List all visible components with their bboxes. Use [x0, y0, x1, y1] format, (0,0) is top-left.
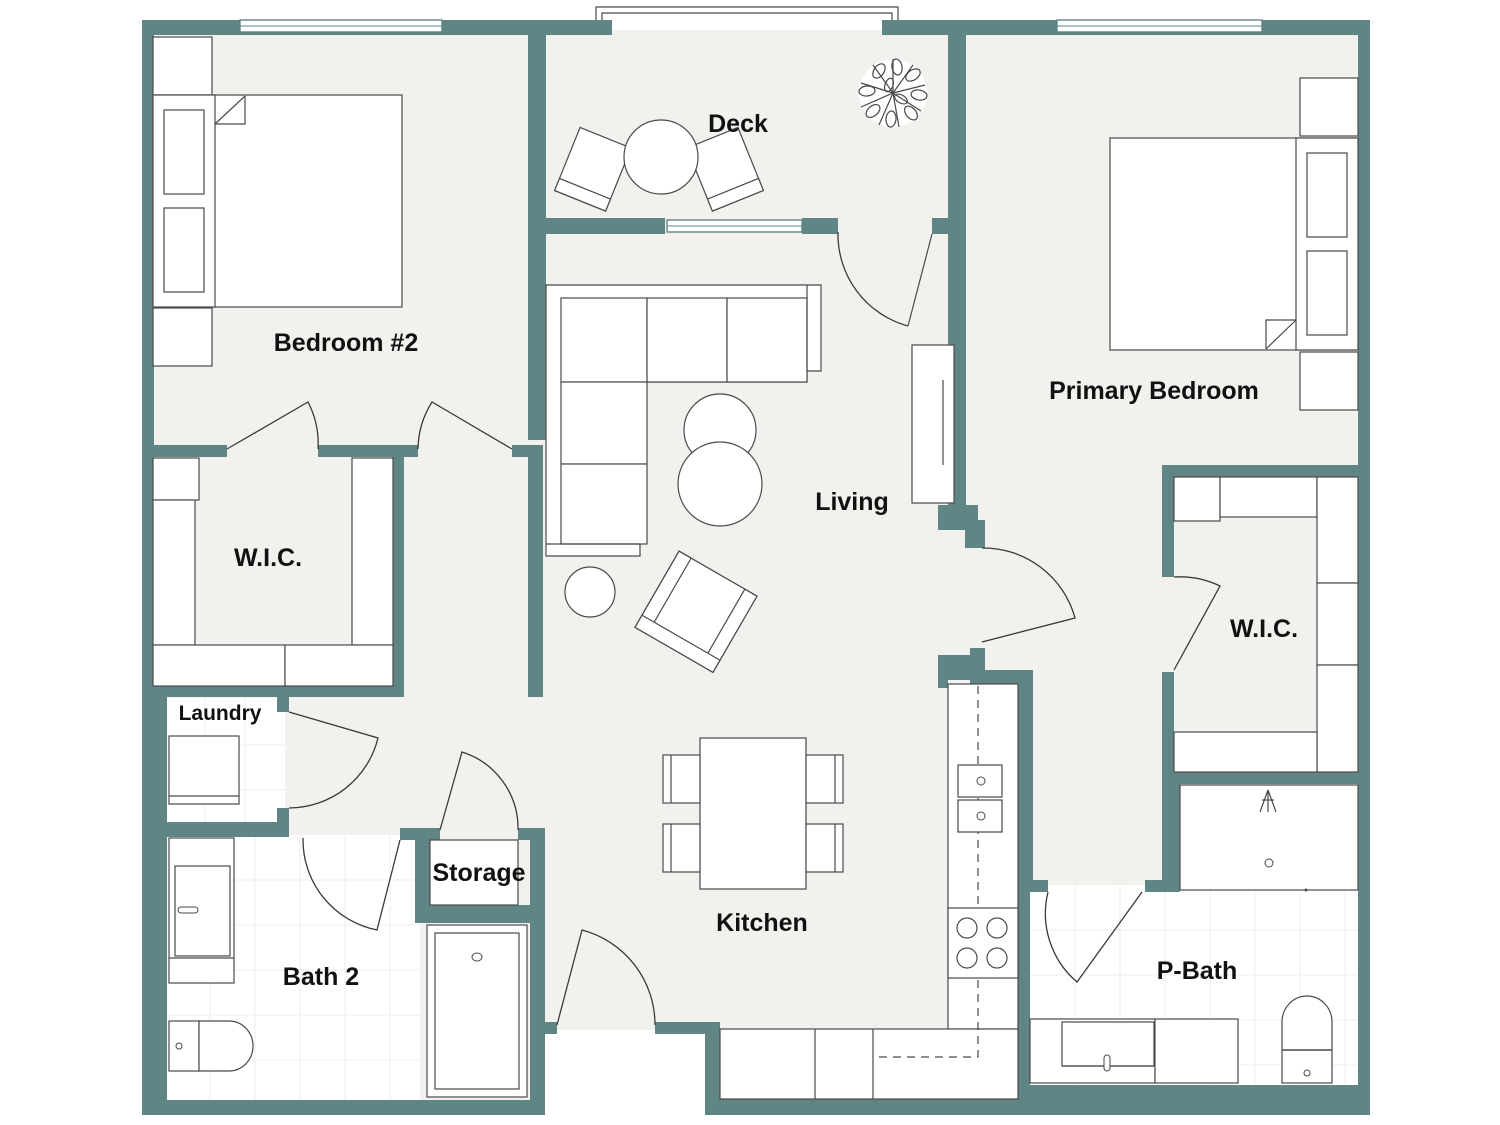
armchair-icon — [634, 550, 758, 674]
dining-table-icon — [699, 737, 807, 890]
bedroom2-furniture — [152, 36, 403, 367]
stove-icon — [947, 907, 1019, 979]
nightstand-icon — [152, 307, 213, 367]
chair-icon — [662, 754, 701, 804]
label-laundry: Laundry — [179, 702, 262, 725]
room-labels: Deck Bedroom #2 Primary Bedroom Living W… — [179, 110, 1298, 991]
label-deck: Deck — [708, 110, 768, 138]
storage-furniture — [429, 839, 519, 906]
doors — [226, 231, 1221, 1026]
windows — [239, 6, 1263, 233]
shelf-icon — [1173, 731, 1318, 773]
label-living: Living — [815, 488, 889, 516]
toilet-icon — [1281, 995, 1333, 1084]
pillow-icon — [163, 109, 205, 195]
label-wic-left: W.I.C. — [234, 544, 302, 572]
walls — [142, 20, 1370, 1115]
living-furniture — [545, 284, 955, 674]
label-wic-right: W.I.C. — [1230, 615, 1298, 643]
laundry-furniture — [168, 735, 240, 805]
pbath-furniture — [1029, 784, 1359, 1084]
nightstand-icon — [1299, 351, 1359, 411]
chair-icon — [662, 823, 701, 873]
door-swing-icon — [226, 401, 319, 450]
label-kitchen: Kitchen — [716, 909, 808, 937]
label-storage: Storage — [432, 859, 525, 887]
sofa-icon — [545, 284, 822, 557]
vanity-icon — [1154, 1018, 1239, 1084]
chair-icon — [805, 754, 844, 804]
plant-icon — [858, 58, 928, 128]
primary-bedroom-furniture — [1109, 77, 1359, 411]
door-swing-icon — [302, 837, 401, 931]
shelf-icon — [1316, 476, 1359, 584]
shelf-icon — [152, 644, 286, 687]
shelf-icon — [152, 499, 196, 646]
pillow-icon — [163, 207, 205, 293]
door-swing-icon — [981, 547, 1076, 643]
door-swing-icon — [417, 401, 513, 450]
kitchen-counters — [719, 683, 1019, 1100]
coffee-table-icon — [677, 441, 763, 527]
door-swing-icon — [1173, 576, 1221, 671]
pillow-icon — [1306, 250, 1348, 336]
pillow-icon — [1306, 152, 1348, 238]
label-pbath: P-Bath — [1157, 957, 1238, 985]
side-table-icon — [564, 566, 616, 618]
dining-furniture — [662, 737, 844, 890]
round-table-icon — [623, 119, 699, 195]
toilet-icon — [168, 1020, 254, 1072]
sink-icon — [1029, 1018, 1156, 1084]
door-swing-icon — [1044, 891, 1143, 983]
bathtub-icon — [426, 924, 528, 1098]
shower-icon — [1179, 784, 1359, 892]
door-swing-icon — [288, 711, 379, 809]
label-bedroom2: Bedroom #2 — [274, 329, 418, 357]
chair-icon — [805, 823, 844, 873]
tv-icon — [911, 344, 955, 504]
wic-left-furniture — [152, 457, 394, 687]
door-swing-icon — [556, 929, 656, 1026]
nightstand-icon — [152, 36, 213, 96]
label-bath2: Bath 2 — [283, 963, 359, 991]
wic-right-furniture — [1173, 476, 1359, 773]
deck-furniture — [553, 58, 928, 212]
door-swing-icon — [439, 751, 519, 831]
shelf-icon — [351, 457, 394, 646]
bath2-furniture — [168, 837, 254, 1072]
nightstand-icon — [1299, 77, 1359, 137]
label-primary-bedroom: Primary Bedroom — [1049, 377, 1259, 405]
sink-icon — [957, 764, 1003, 833]
washer-icon — [168, 735, 240, 805]
door-swing-icon — [837, 231, 909, 327]
